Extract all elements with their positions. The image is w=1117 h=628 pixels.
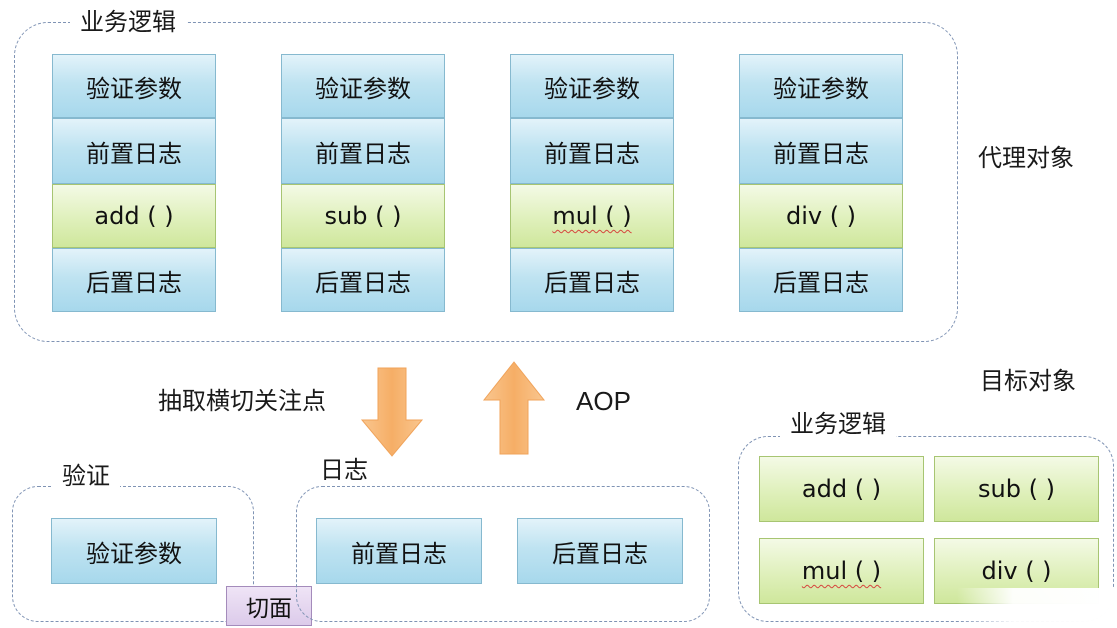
proxy-col3-validate: 验证参数 bbox=[510, 54, 674, 118]
target-method-add: add ( ) bbox=[759, 456, 924, 522]
target-method-mul: mul ( ) bbox=[759, 538, 924, 604]
proxy-col2-validate: 验证参数 bbox=[281, 54, 445, 118]
log-group bbox=[296, 486, 710, 622]
log-group-title: 日志 bbox=[310, 454, 378, 486]
proxy-col3-post-log: 后置日志 bbox=[510, 248, 674, 312]
proxy-col1-pre-log: 前置日志 bbox=[52, 118, 216, 184]
proxy-col1-method: add ( ) bbox=[52, 184, 216, 248]
proxy-col4-method: div ( ) bbox=[739, 184, 903, 248]
proxy-col2-method: sub ( ) bbox=[281, 184, 445, 248]
proxy-col3-method-label: mul ( ) bbox=[552, 202, 632, 230]
extract-concerns-label: 抽取横切关注点 bbox=[158, 387, 326, 415]
validation-validate-params: 验证参数 bbox=[51, 518, 217, 584]
proxy-col4-post-log: 后置日志 bbox=[739, 248, 903, 312]
proxy-col1-validate: 验证参数 bbox=[52, 54, 216, 118]
validation-group bbox=[12, 486, 254, 622]
proxy-col3-method: mul ( ) bbox=[510, 184, 674, 248]
target-group-title: 业务逻辑 bbox=[780, 408, 896, 440]
aop-label: AOP bbox=[576, 386, 631, 416]
down-arrow-icon bbox=[360, 367, 424, 457]
proxy-col4-validate: 验证参数 bbox=[739, 54, 903, 118]
corner-fade-overlay bbox=[957, 588, 1117, 628]
target-method-sub: sub ( ) bbox=[934, 456, 1099, 522]
validation-group-title: 验证 bbox=[52, 460, 120, 492]
proxy-col4-pre-log: 前置日志 bbox=[739, 118, 903, 184]
proxy-col2-post-log: 后置日志 bbox=[281, 248, 445, 312]
log-post-log: 后置日志 bbox=[517, 518, 683, 584]
proxy-group-title: 业务逻辑 bbox=[70, 6, 186, 38]
target-object-label: 目标对象 bbox=[980, 367, 1076, 395]
proxy-business-logic-group bbox=[14, 22, 958, 342]
target-business-logic-group bbox=[738, 436, 1114, 622]
log-pre-log: 前置日志 bbox=[316, 518, 482, 584]
up-arrow-icon bbox=[482, 361, 546, 455]
proxy-object-label: 代理对象 bbox=[978, 144, 1074, 172]
target-method-mul-label: mul ( ) bbox=[801, 557, 882, 585]
proxy-col1-post-log: 后置日志 bbox=[52, 248, 216, 312]
proxy-col2-pre-log: 前置日志 bbox=[281, 118, 445, 184]
proxy-col3-pre-log: 前置日志 bbox=[510, 118, 674, 184]
